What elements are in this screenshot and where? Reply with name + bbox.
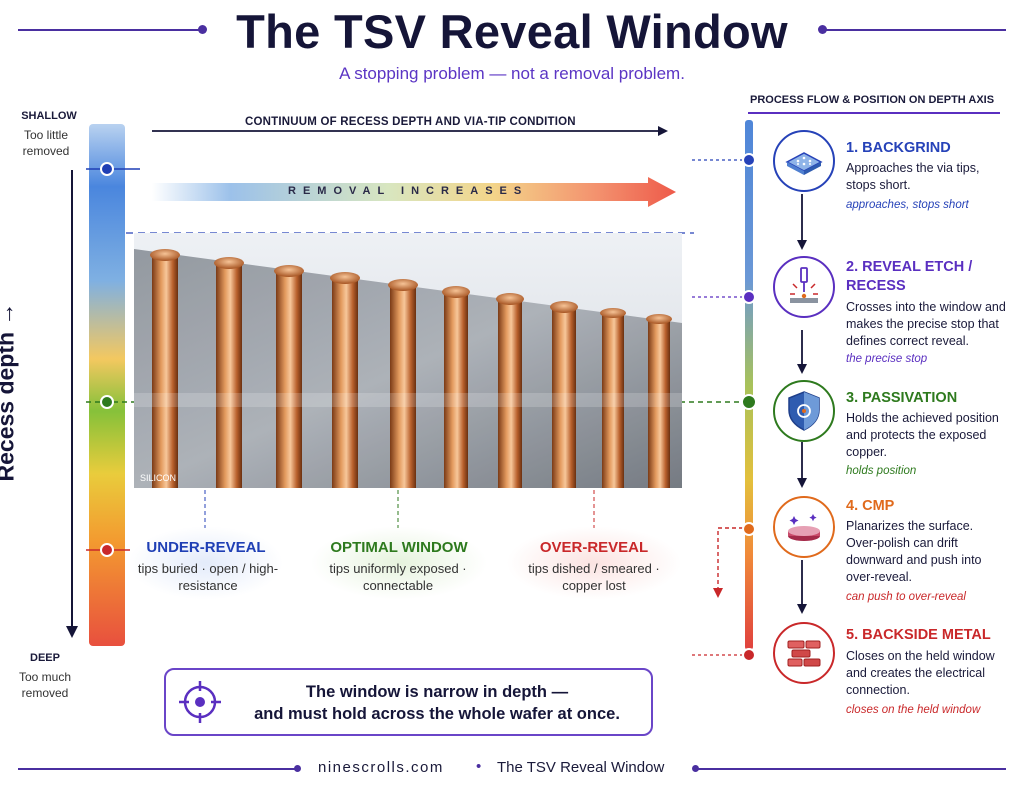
footer-separator: • xyxy=(476,758,482,775)
optimal-marker xyxy=(100,395,114,409)
deep-marker xyxy=(100,543,114,557)
cmp-drift-line xyxy=(717,527,750,590)
step3-title: 3. PASSIVATION xyxy=(846,390,958,406)
step5-note: closes on the held window xyxy=(846,704,981,716)
callout-line-1: The window is narrow in depth — xyxy=(305,683,569,701)
axis-bottom-sub: Too much removed xyxy=(18,670,72,700)
depth-gradient-bar xyxy=(89,124,125,646)
zone-optimal-title: OPTIMAL WINDOW xyxy=(330,539,468,556)
silicon-label: SILICON xyxy=(140,473,176,483)
callout-text: The window is narrow in depth — and must… xyxy=(232,681,642,725)
step1-desc: Approaches the via tips, stops short. xyxy=(846,161,980,192)
step1-circle xyxy=(773,130,835,192)
step2-title: 2. REVEAL ETCH / RECESS xyxy=(846,259,973,294)
step4-desc: Planarizes the surface. Over-polish can … xyxy=(846,519,982,584)
process-flow-rule xyxy=(748,112,1000,114)
zone-under-reveal-desc: tips buried · open / high-resistance xyxy=(137,561,279,593)
step4-title: 4. CMP xyxy=(846,498,895,514)
process-depth-bar xyxy=(745,120,753,650)
zone-over-reveal-title: OVER-REVEAL xyxy=(539,539,649,556)
axis-top-label: SHALLOW xyxy=(21,110,77,122)
footer-rule-dot-right xyxy=(692,765,699,772)
step3-dot xyxy=(741,394,757,410)
footer-rule-dot-left xyxy=(294,765,301,772)
depth-axis-arrowhead xyxy=(66,626,78,638)
window-callout xyxy=(164,668,653,736)
step3-note: holds position xyxy=(846,465,917,477)
tsv-wafer-illustration: SILICON xyxy=(134,233,682,488)
metal-layer-icon xyxy=(787,640,821,667)
page-title: The TSV Reveal Window xyxy=(236,5,788,58)
under-reveal-glow xyxy=(128,526,284,600)
axis-top-sub: Too little removed xyxy=(22,128,70,158)
step2-desc: Crosses into the window and makes the pr… xyxy=(846,300,1006,348)
step5-desc: Closes on the held window and creates th… xyxy=(846,649,995,697)
step1-title: 1. BACKGRIND xyxy=(846,140,951,156)
step4-circle xyxy=(773,496,835,558)
step2-dot xyxy=(742,290,756,304)
etch-icon xyxy=(790,267,818,303)
copper-vias xyxy=(150,249,672,488)
footer-site[interactable]: ninescrolls.com xyxy=(318,759,444,776)
step5-circle xyxy=(773,622,835,684)
step2-note: the precise stop xyxy=(846,353,928,365)
wafer-grind-icon xyxy=(785,152,823,175)
step5-title: 5. BACKSIDE METAL xyxy=(846,627,991,643)
header-rule-left xyxy=(18,29,200,31)
header-rule-right xyxy=(824,29,1006,31)
footer-rule-left xyxy=(18,768,296,770)
step5-dot xyxy=(742,648,756,662)
continuum-label: CONTINUUM OF RECESS DEPTH AND VIA-TIP CO… xyxy=(245,116,576,128)
target-icon xyxy=(179,681,221,723)
zone-over-reveal-desc: tips dished / smeared · copper lost xyxy=(528,561,660,593)
axis-bottom-label: DEEP xyxy=(30,652,60,664)
zone-under-reveal-title: UNDER-REVEAL xyxy=(146,539,266,556)
cmp-drift-arrowhead xyxy=(713,588,723,598)
footer-title: The TSV Reveal Window xyxy=(497,759,665,776)
zone-optimal-desc: tips uniformly exposed · connectable xyxy=(329,561,467,593)
process-flow-heading: PROCESS FLOW & POSITION ON DEPTH AXIS xyxy=(750,94,995,106)
footer-rule-right xyxy=(696,768,1006,770)
page-subtitle: A stopping problem — not a removal probl… xyxy=(339,64,685,83)
header-rule-dot-right xyxy=(818,25,827,34)
step2-circle xyxy=(773,256,835,318)
optimal-glow xyxy=(310,526,488,600)
removal-increases-label: REMOVAL INCREASES xyxy=(288,185,529,197)
step1-dot xyxy=(742,153,756,167)
polish-pad-icon xyxy=(788,514,820,541)
over-reveal-glow xyxy=(506,526,682,600)
callout-line-2: and must hold across the whole wafer at … xyxy=(254,705,620,723)
shallow-marker xyxy=(100,162,114,176)
step1-note: approaches, stops short xyxy=(846,199,969,211)
continuum-arrowhead xyxy=(658,126,668,136)
removal-increases-arrow xyxy=(152,177,676,207)
step4-dot xyxy=(742,522,756,536)
header-rule-dot-left xyxy=(198,25,207,34)
step3-circle xyxy=(773,380,835,442)
step4-note: can push to over-reveal xyxy=(846,591,966,603)
step3-desc: Holds the achieved position and protects… xyxy=(846,411,999,459)
shield-icon xyxy=(788,391,820,431)
